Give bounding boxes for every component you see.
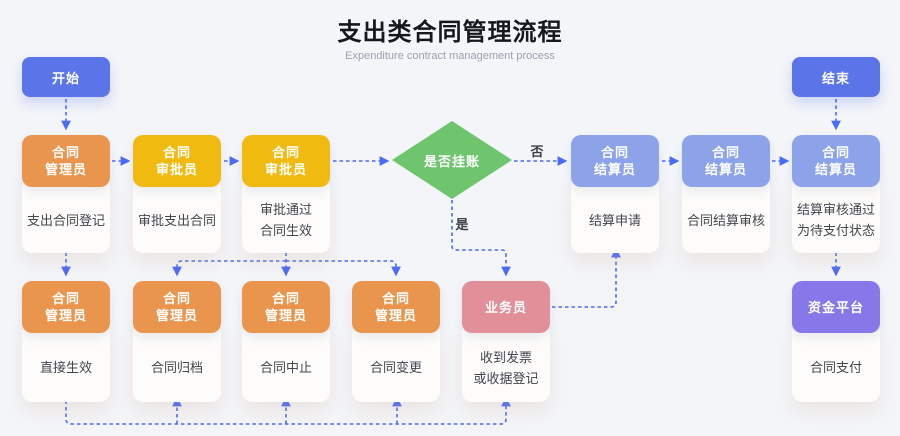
node-settlement-application[interactable]: 合同结算员 结算申请 [571,135,659,253]
node-role: 业务员 [462,281,550,333]
node-role: 资金平台 [792,281,880,333]
node-role: 合同管理员 [22,281,110,333]
node-invoice-receipt-registration[interactable]: 业务员 收到发票或收据登记 [462,281,550,402]
title-text: 支出类合同管理流程 [337,19,563,46]
branch-label-no: 否 [530,144,544,159]
node-contract-settlement-review[interactable]: 合同结算员 合同结算审核 [682,135,770,253]
node-task: 收到发票或收据登记 [462,323,550,402]
node-role: 合同管理员 [242,281,330,333]
node-task: 合同中止 [242,323,330,402]
subtitle-text: Expenditure contract management process [345,50,555,62]
node-task: 审批支出合同 [133,177,221,253]
node-approval-passed-contract-effective[interactable]: 合同审批员 审批通过合同生效 [242,135,330,253]
node-direct-effective[interactable]: 合同管理员 直接生效 [22,281,110,402]
node-task: 结算审核通过为待支付状态 [792,177,880,253]
node-role: 合同结算员 [571,135,659,187]
end-label: 结束 [821,70,850,86]
node-task: 合同归档 [133,323,221,402]
page-title: 支出类合同管理流程 Expenditure contract managemen… [0,12,900,62]
node-settlement-approved-pending-payment[interactable]: 合同结算员 结算审核通过为待支付状态 [792,135,880,253]
node-task: 结算申请 [571,177,659,253]
node-role: 合同审批员 [242,135,330,187]
node-contract-change[interactable]: 合同管理员 合同变更 [352,281,440,402]
node-task: 支出合同登记 [22,177,110,253]
node-task: 直接生效 [22,323,110,402]
branch-label-yes: 是 [455,217,469,232]
node-contract-archive[interactable]: 合同管理员 合同归档 [133,281,221,402]
node-role: 合同管理员 [352,281,440,333]
node-contract-suspension[interactable]: 合同管理员 合同中止 [242,281,330,402]
node-role: 合同审批员 [133,135,221,187]
end-node[interactable]: 结束 [792,57,880,97]
start-node[interactable]: 开始 [22,57,110,97]
decision-hang-account[interactable]: 是否挂账 [392,121,512,199]
node-task: 合同结算审核 [682,177,770,253]
node-role: 合同管理员 [133,281,221,333]
decision-label: 是否挂账 [423,153,480,169]
node-expense-contract-registration[interactable]: 合同管理员 支出合同登记 [22,135,110,253]
node-role: 合同结算员 [682,135,770,187]
node-approve-expense-contract[interactable]: 合同审批员 审批支出合同 [133,135,221,253]
node-task: 合同变更 [352,323,440,402]
node-task: 合同支付 [792,323,880,402]
node-role: 合同管理员 [22,135,110,187]
node-role: 合同结算员 [792,135,880,187]
node-contract-payment[interactable]: 资金平台 合同支付 [792,281,880,402]
start-label: 开始 [51,70,80,86]
node-task: 审批通过合同生效 [242,177,330,253]
